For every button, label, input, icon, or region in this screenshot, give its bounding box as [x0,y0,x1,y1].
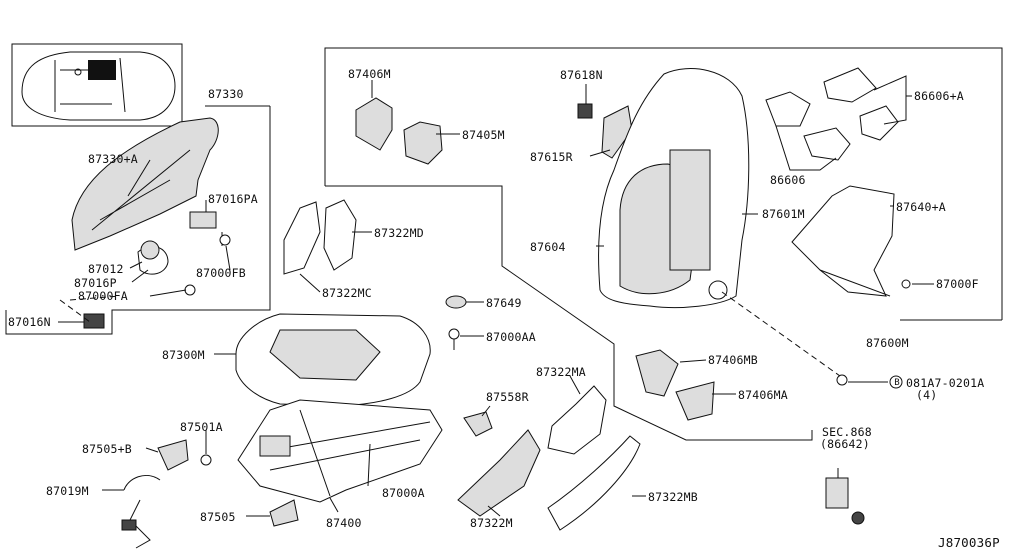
label-87601m: 87601M [762,207,805,221]
label-87000aa: 87000AA [486,330,536,344]
bolt-mark-letter: B [894,378,900,388]
label-86606: 86606 [770,173,806,187]
label-87000f: 87000F [936,277,979,291]
cover-87322mb [547,435,641,531]
clip-87501a [200,454,212,466]
label-87016p: 87016P [74,276,117,290]
label-87604: 87604 [530,240,566,254]
label-87330a: 87330+A [88,152,138,166]
label-87016pa: 87016PA [208,192,258,206]
cap-87649 [445,295,467,309]
label-87600m: 87600M [866,336,909,350]
label-sec868: SEC.868 [822,425,872,439]
label-87406m: 87406M [348,67,391,81]
label-87330: 87330 [208,87,244,101]
knob-87615r [601,105,633,159]
side-cover-87330 [59,117,231,329]
label-87640a: 87640+A [896,200,946,214]
label-87405m: 87405M [462,128,505,142]
label-87322m: 87322M [470,516,513,530]
seat-cushion-87300m [235,313,431,407]
label-87322ma: 87322MA [536,365,586,379]
bracket-87406ma [675,381,715,421]
shield-87322md [283,199,357,275]
seat-frame-87400 [237,399,443,503]
bracket-87405m [403,121,443,165]
seat-back-87601m [598,68,750,308]
label-081a7-qty: (4) [916,388,938,402]
back-board-87640 [791,185,911,297]
label-081a7: 081A7-0201A [906,376,985,390]
label-86606a: 86606+A [914,89,964,103]
label-87000fa: 87000FA [78,289,128,303]
label-87615r: 87615R [530,150,573,164]
cover-87322m [457,429,541,517]
label-87501a: 87501A [180,420,223,434]
label-87322md: 87322MD [374,226,424,240]
label-87649: 87649 [486,296,522,310]
label-87505: 87505 [200,510,236,524]
label-87406mb: 87406MB [708,353,758,367]
label-87012: 87012 [88,262,124,276]
bolt-87000aa [448,328,460,350]
callout-box-lines [5,47,1003,441]
bolt-081a7 [721,291,848,386]
label-87000a: 87000A [382,486,425,500]
bracket-87505 [269,499,299,527]
switch-87618n [577,103,593,119]
label-87019m: 87019M [46,484,89,498]
leader-lines [58,75,934,517]
label-87406ma: 87406MA [738,388,788,402]
trim-86606 [765,67,899,161]
cover-87558r [463,411,493,437]
cover-87322ma [547,385,607,455]
label-87505b: 87505+B [82,442,132,456]
diagram-id: J870036P [938,535,1000,550]
label-87300m: 87300M [162,348,205,362]
buckle-86842 [825,477,865,525]
bolt-mark-circle [889,375,903,389]
label-87558r: 87558R [486,390,529,404]
label-87000fb: 87000FB [196,266,246,280]
label-87016n: 87016N [8,315,51,329]
bracket-87406mb [635,349,679,397]
label-87322mc: 87322MC [322,286,372,300]
label-87618n: 87618N [560,68,603,82]
vehicle-locator-icon [11,43,183,127]
label-sec868-ref: (86642) [820,437,870,451]
bracket-87406m [355,97,393,151]
bracket-87505b [157,439,189,471]
harness-87019m [121,475,161,549]
label-87322mb: 87322MB [648,490,698,504]
label-87400: 87400 [326,516,362,530]
